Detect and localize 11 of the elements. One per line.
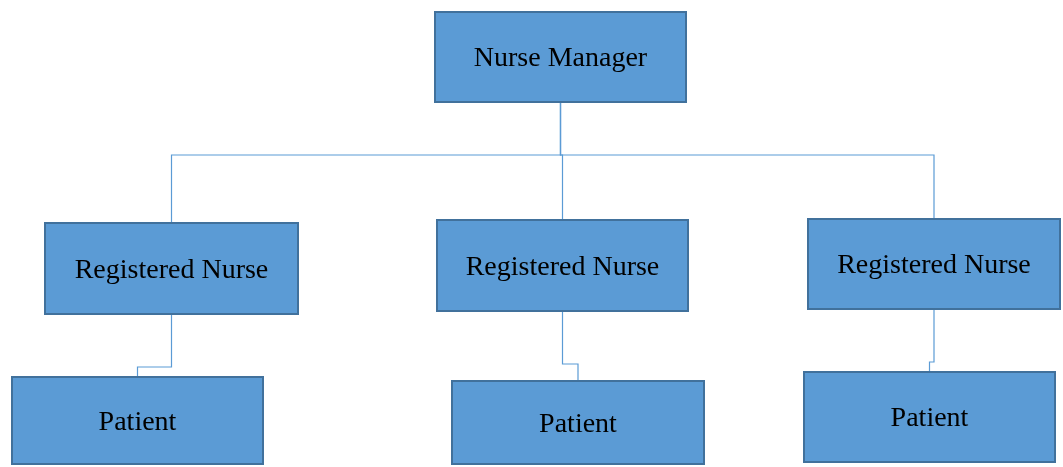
connector-line: [136, 314, 173, 377]
connector-line: [561, 311, 579, 381]
role-box: Patient: [451, 380, 705, 465]
role-box: Registered Nurse: [807, 218, 1061, 310]
role-box: Registered Nurse: [44, 222, 299, 315]
role-box: Patient: [803, 371, 1056, 463]
role-box: Patient: [11, 376, 264, 465]
connector-line: [928, 309, 935, 372]
connector-line: [559, 102, 935, 219]
role-box: Nurse Manager: [434, 11, 687, 103]
role-box: Registered Nurse: [436, 219, 689, 312]
